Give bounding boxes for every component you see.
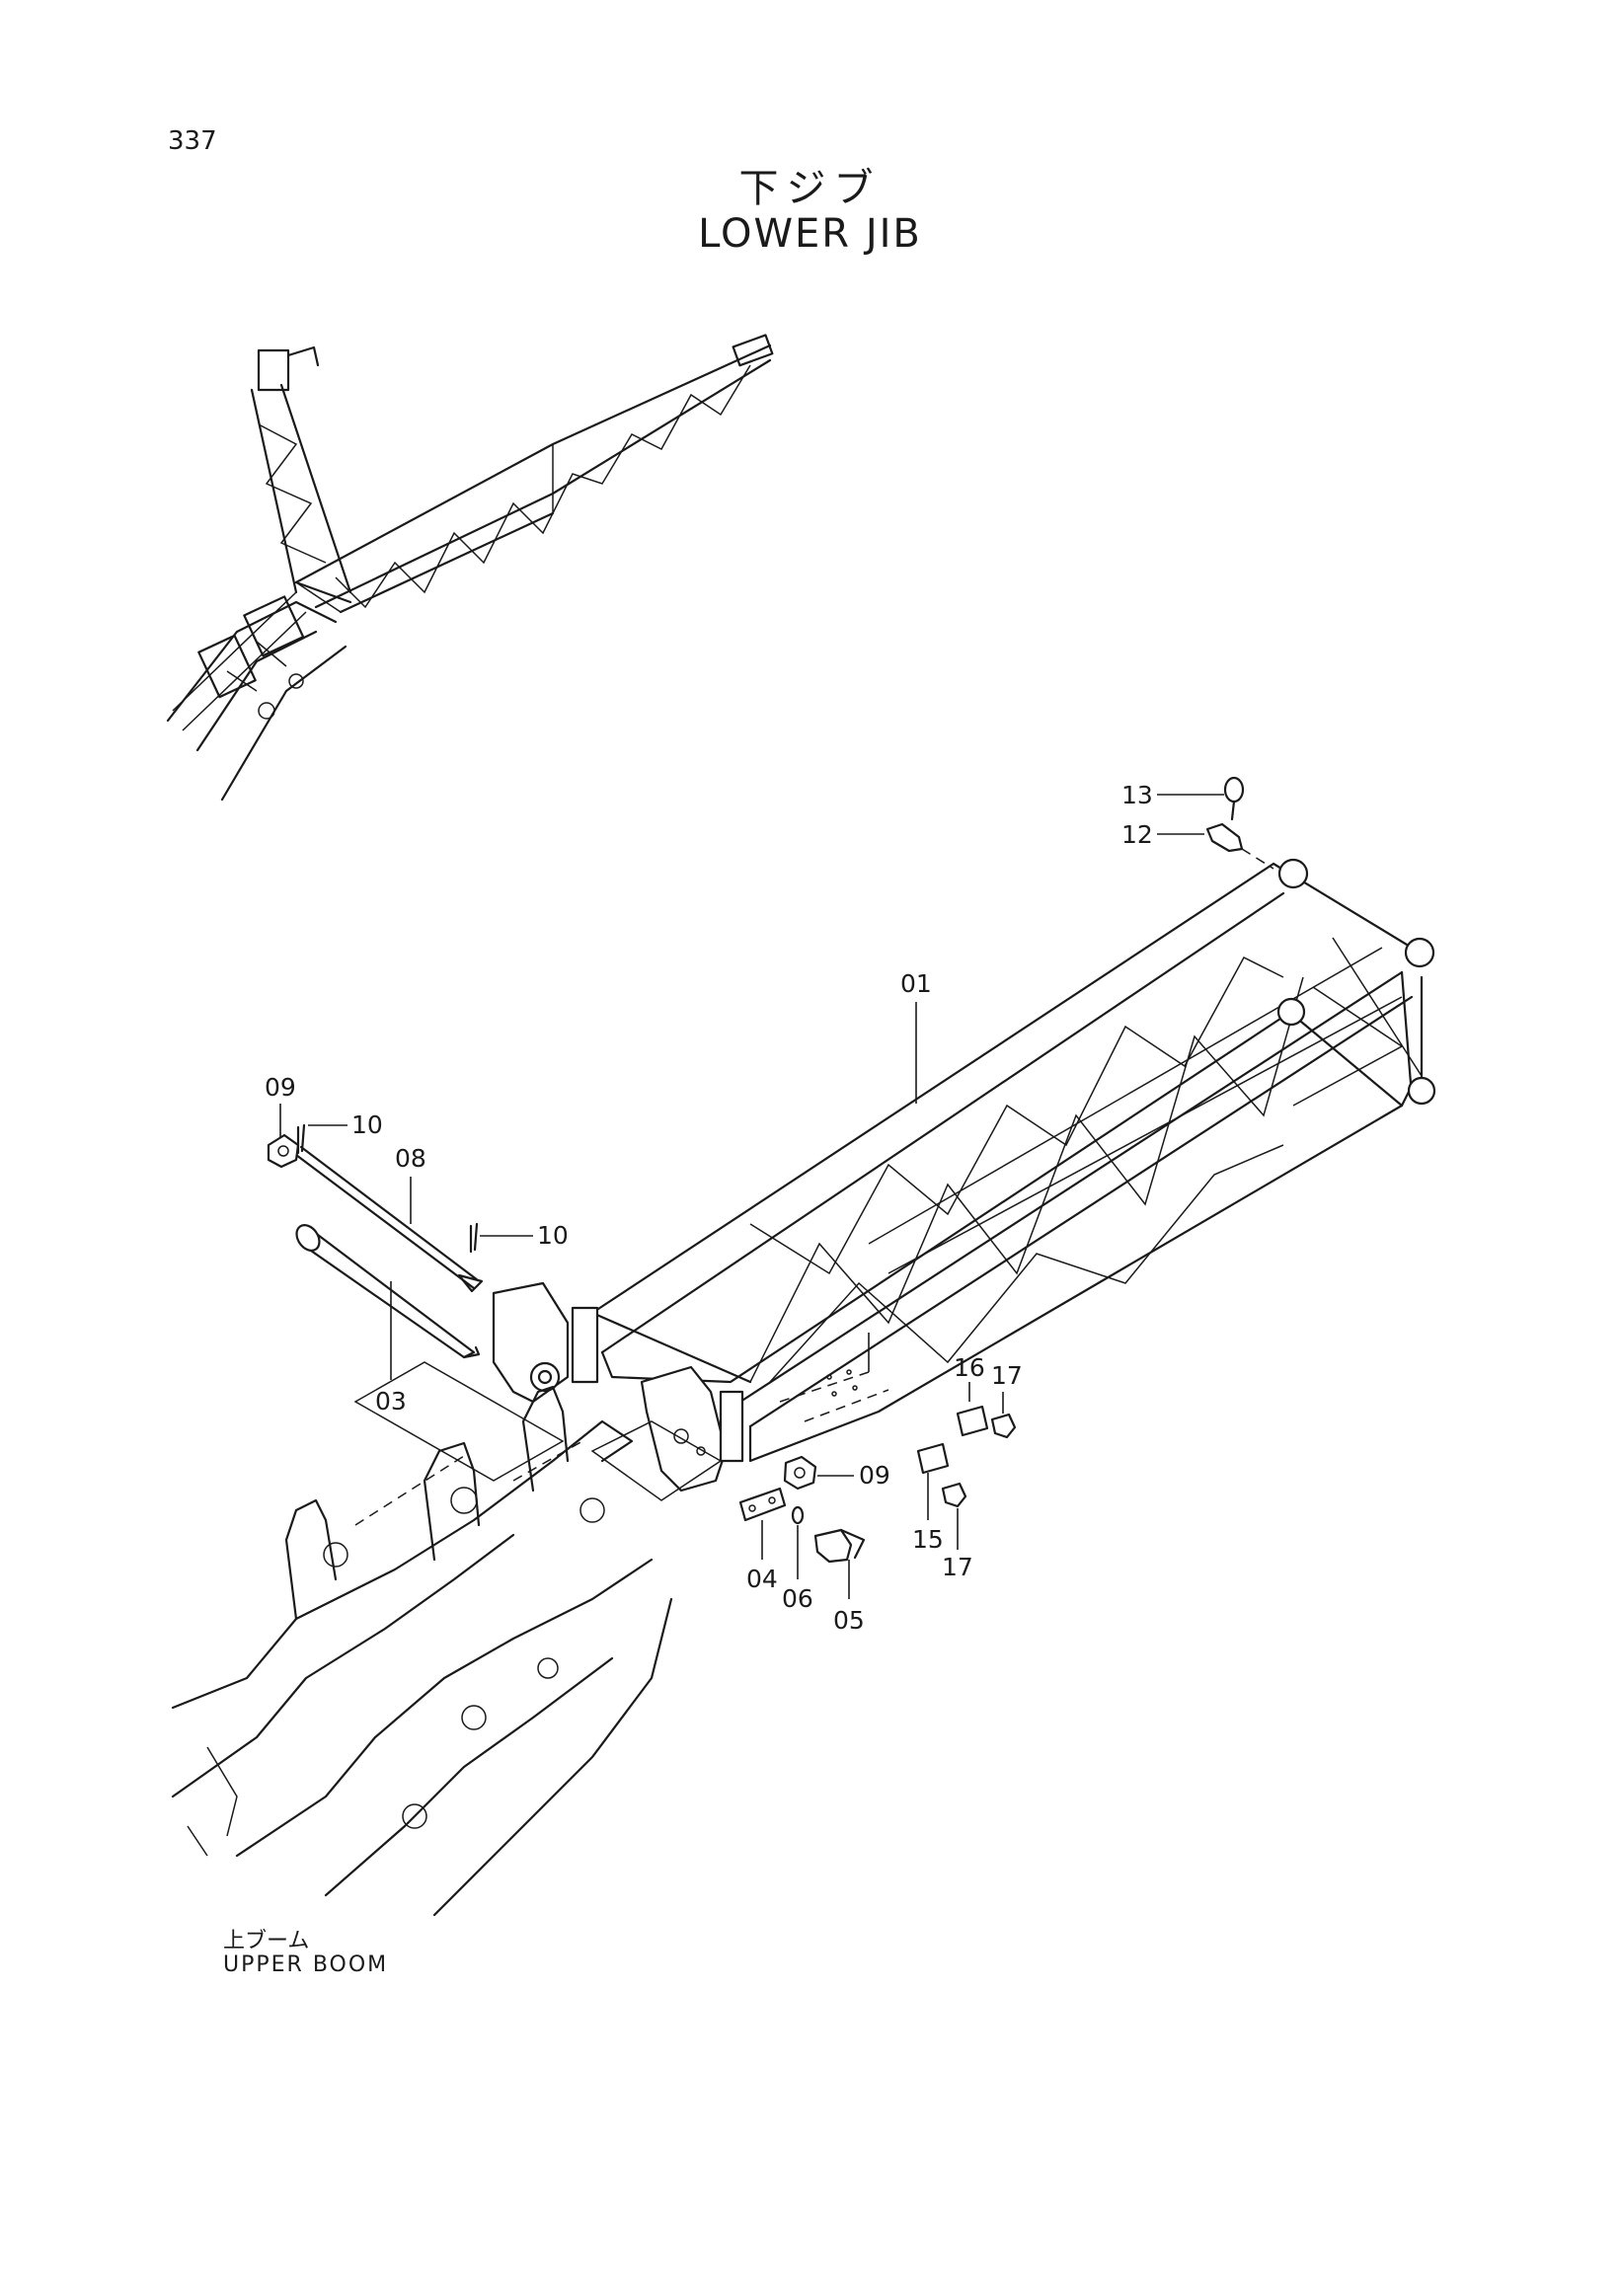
callout-03: 03 [375,1387,407,1416]
jib-lattice-frame [590,858,1436,1463]
title-english: LOWER JIB [698,211,922,257]
part-03-pin [295,1224,481,1359]
callout-15: 15 [912,1525,944,1554]
callout-06: 06 [782,1584,813,1613]
callout-05: 05 [833,1606,865,1635]
callout-08: 08 [395,1144,426,1173]
callout-09-right: 09 [859,1461,890,1490]
part-09-nut-left [267,1133,300,1169]
callout-17-upper: 17 [991,1361,1023,1390]
callout-16: 16 [954,1353,985,1382]
callout-17-lower: 17 [942,1553,973,1581]
callout-10-lower: 10 [537,1221,569,1250]
callout-10-upper: 10 [351,1110,383,1139]
upper-boom-sketch [171,1361,723,1917]
upper-boom-label-japanese: 上ブーム [223,1929,310,1953]
callout-09-left: 09 [265,1073,296,1102]
left-foot-bracket [492,1281,599,1404]
callout-12: 12 [1121,820,1153,849]
right-foot-bracket [640,1365,744,1492]
part-08-rod [294,1145,484,1293]
title-japanese: 下ジブ [738,166,882,211]
page-number: 337 [168,126,217,156]
callout-13: 13 [1121,781,1153,809]
small-parts-cluster [738,776,1274,1564]
callout-numbers: 01 03 04 05 06 08 09 09 10 10 12 13 15 1… [265,781,1153,1635]
overview-crane-sketch [166,334,774,802]
part-10-cotter-pins [296,1123,479,1254]
upper-boom-label-english: UPPER BOOM [223,1952,389,1977]
callout-04: 04 [746,1565,778,1593]
callout-leaders [279,794,1224,1599]
callout-01: 01 [900,969,932,998]
